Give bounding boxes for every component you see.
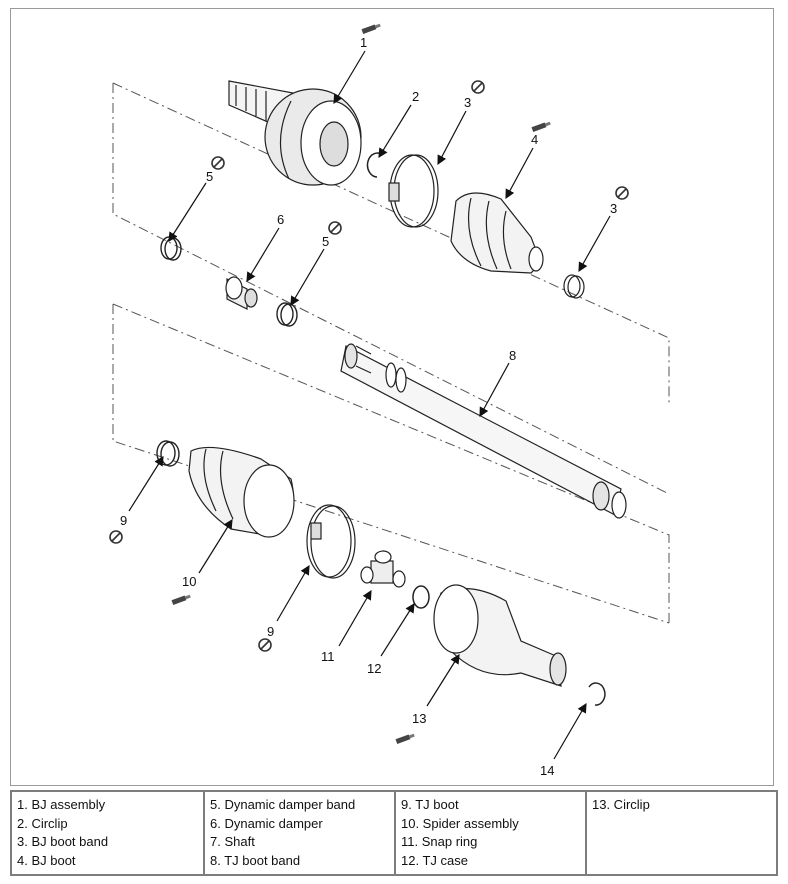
grease-tube-icon (171, 594, 191, 605)
callout-labels: 1 2 3 4 3 5 6 5 8 9 10 9 11 12 13 14 (120, 35, 617, 778)
grease-tube-icon (395, 733, 415, 744)
legend-entry: 2. Circlip (17, 815, 68, 831)
legend-entry: 12. TJ case (401, 852, 468, 868)
do-not-reuse-icon (471, 80, 485, 94)
legend-entry: 4. BJ boot (17, 852, 76, 868)
callout-label: 14 (540, 763, 554, 778)
tj-boot-part (188, 446, 295, 538)
legend-column: 1. BJ assembly 2. Circlip 3. BJ boot ban… (12, 792, 205, 874)
do-not-reuse-icon (211, 156, 225, 170)
callout-label: 1 (360, 35, 367, 50)
do-not-reuse-icon (109, 530, 123, 544)
legend-column: 5. Dynamic damper band 6. Dynamic damper… (205, 792, 396, 874)
callout-leaders (128, 50, 611, 760)
legend-entry: 1. BJ assembly (17, 797, 106, 812)
legend-column: 13. Circlip (587, 792, 776, 874)
parts-legend-table: 1. BJ assembly 2. Circlip 3. BJ boot ban… (10, 790, 778, 876)
callout-label: 3 (464, 95, 471, 110)
callout-label: 9 (267, 624, 274, 639)
callout-label: 5 (322, 234, 329, 249)
callout-label: 8 (509, 348, 516, 363)
legend-entry: 13. Circlip (592, 797, 650, 812)
callout-label: 10 (182, 574, 196, 589)
bj-boot-band-part (388, 154, 439, 228)
shaft-part (340, 343, 627, 519)
bj-boot-part (450, 192, 544, 274)
callout-label: 13 (412, 711, 426, 726)
callout-label: 4 (531, 132, 538, 147)
bj-assembly-part (228, 80, 362, 186)
explode-guide-lines (112, 82, 670, 624)
callout-label: 2 (412, 89, 419, 104)
callout-label: 9 (120, 513, 127, 528)
legend-entry: 8. TJ boot band (210, 852, 301, 868)
do-not-reuse-icon (258, 638, 272, 652)
diagram-canvas: 1 2 3 4 3 5 6 5 8 9 10 9 11 12 13 14 (109, 23, 670, 778)
tj-case-part (433, 584, 567, 687)
do-not-reuse-icon (328, 221, 342, 235)
circlip-part-2 (588, 682, 606, 706)
spider-assembly-part (360, 550, 406, 588)
legend-entry: 11. Snap ring (401, 834, 478, 850)
dynamic-damper-part (225, 276, 258, 310)
bj-boot-band-small-part (563, 274, 585, 299)
callout-label: 12 (367, 661, 381, 676)
snap-ring-part (412, 585, 430, 609)
grease-tube-icon (361, 23, 381, 34)
tj-boot-band-small-part (156, 440, 180, 467)
grease-tube-icon (531, 121, 551, 132)
legend-entry: 5. Dynamic damper band (210, 797, 356, 812)
circlip-part (366, 152, 384, 178)
tj-boot-band-large-part (306, 504, 356, 579)
legend-entry: 3. BJ boot band (17, 834, 109, 850)
callout-label: 6 (277, 212, 284, 227)
exploded-diagram: 1 2 3 4 3 5 6 5 8 9 10 9 11 12 13 14 (10, 8, 774, 786)
legend-entry: 6. Dynamic damper (210, 815, 323, 831)
legend-entry: 7. Shaft (210, 834, 255, 850)
callout-label: 3 (610, 201, 617, 216)
dynamic-damper-band-part (160, 236, 182, 261)
legend-column: 9. TJ boot 10. Spider assembly 11. Snap … (396, 792, 587, 874)
legend-entry: 10. Spider assembly (401, 815, 519, 831)
do-not-reuse-icon (615, 186, 629, 200)
dynamic-damper-band-part-2 (276, 302, 298, 327)
callout-label: 5 (206, 169, 213, 184)
callout-label: 11 (321, 649, 335, 664)
legend-entry: 9. TJ boot (401, 797, 459, 812)
